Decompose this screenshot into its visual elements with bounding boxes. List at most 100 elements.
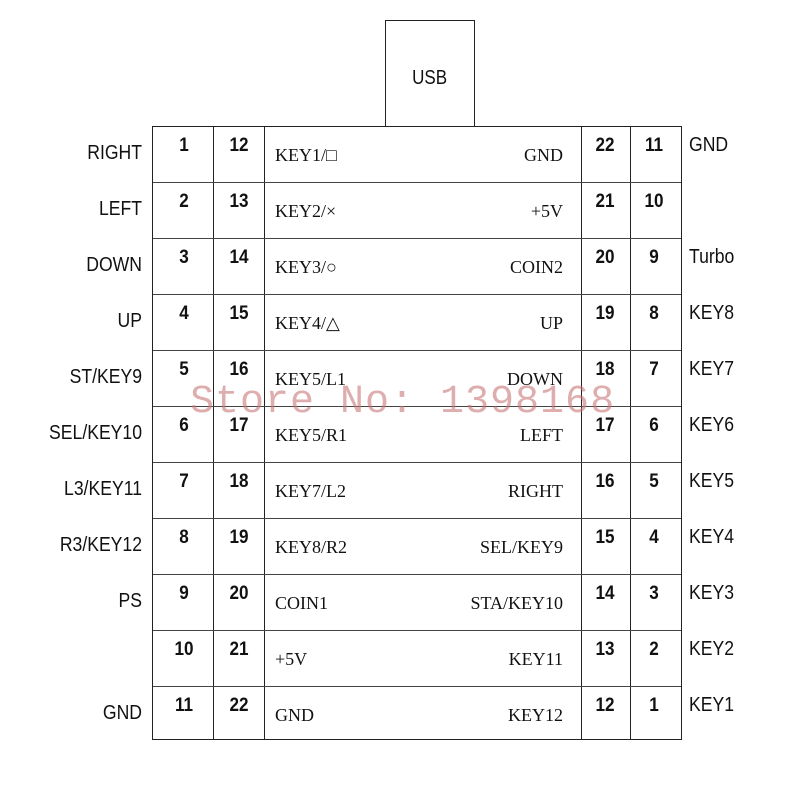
pin-number-left-inner: 16 [229, 359, 249, 380]
pin-function-right: STA/KEY10 [470, 593, 563, 613]
pin-function-left: KEY2/× [275, 201, 337, 221]
pin-number-left-outer: 4 [179, 303, 189, 324]
pin-number-left-outer: 9 [179, 583, 189, 604]
pin-number-right-outer: 7 [649, 359, 659, 380]
left-pin-label: PS [118, 590, 142, 612]
pin-number-left-outer: 5 [179, 359, 189, 380]
pin-function-left: KEY5/R1 [275, 425, 347, 445]
pin-number-right-inner: 22 [595, 135, 615, 156]
pin-number-right-inner: 12 [595, 695, 615, 716]
right-pin-label: Turbo [689, 246, 735, 268]
pin-row: 6 17 KEY5/R1 LEFT 17 6 [153, 407, 681, 463]
left-pin-label: GND [102, 702, 142, 724]
left-pin-label: SEL/KEY10 [49, 422, 142, 444]
column-divider [213, 127, 214, 739]
pin-row: 1 12 KEY1/□ GND 22 11 [153, 127, 681, 183]
pin-number-right-outer: 4 [649, 527, 659, 548]
pin-row: 2 13 KEY2/× +5V 21 10 [153, 183, 681, 239]
pin-number-left-outer: 1 [179, 135, 189, 156]
left-pin-label: R3/KEY12 [59, 534, 142, 556]
usb-label: USB [412, 67, 448, 89]
pin-number-right-inner: 18 [595, 359, 615, 380]
pin-number-right-outer: 8 [649, 303, 659, 324]
pin-number-right-inner: 13 [595, 639, 615, 660]
right-pin-label: KEY1 [689, 694, 735, 716]
pin-number-left-inner: 18 [229, 471, 249, 492]
pin-number-left-outer: 8 [179, 527, 189, 548]
left-pin-label: DOWN [86, 254, 142, 276]
pin-function-right: GND [524, 145, 563, 165]
right-pin-label: KEY7 [689, 358, 735, 380]
pin-number-right-outer: 10 [644, 191, 664, 212]
pin-function-left: +5V [275, 649, 308, 669]
pin-number-left-outer: 2 [179, 191, 189, 212]
column-divider [264, 127, 265, 739]
pin-row: 5 16 KEY5/L1 DOWN 18 7 [153, 351, 681, 407]
pin-number-right-inner: 21 [595, 191, 615, 212]
usb-connector: USB [385, 20, 475, 126]
right-pin-label: KEY3 [689, 582, 735, 604]
pin-function-left: KEY1/□ [275, 145, 337, 165]
pin-function-left: KEY5/L1 [275, 369, 346, 389]
pin-function-right: LEFT [520, 425, 563, 445]
column-divider [630, 127, 631, 739]
pin-number-right-outer: 2 [649, 639, 659, 660]
pin-number-right-outer: 11 [644, 135, 664, 156]
pin-function-right: RIGHT [508, 481, 563, 501]
pin-row: 3 14 KEY3/○ COIN2 20 9 [153, 239, 681, 295]
pin-number-left-inner: 20 [229, 583, 249, 604]
pin-number-left-inner: 15 [229, 303, 249, 324]
right-pin-label: GND [689, 134, 729, 156]
pin-function-right: SEL/KEY9 [480, 537, 563, 557]
pin-number-left-inner: 17 [229, 415, 249, 436]
column-divider [581, 127, 582, 739]
pin-number-right-inner: 19 [595, 303, 615, 324]
pin-number-left-inner: 22 [229, 695, 249, 716]
pin-row: 4 15 KEY4/△ UP 19 8 [153, 295, 681, 351]
pin-number-right-inner: 17 [595, 415, 615, 436]
pin-number-left-inner: 13 [229, 191, 249, 212]
pin-number-right-outer: 6 [649, 415, 659, 436]
pin-number-right-inner: 16 [595, 471, 615, 492]
pin-function-left: KEY8/R2 [275, 537, 347, 557]
pin-number-right-outer: 3 [649, 583, 659, 604]
pin-function-left: KEY3/○ [275, 257, 337, 277]
pin-function-left: KEY4/△ [275, 313, 340, 333]
pin-number-left-inner: 12 [229, 135, 249, 156]
pin-number-left-outer: 7 [179, 471, 189, 492]
pin-number-left-inner: 14 [229, 247, 249, 268]
pin-row: 9 20 COIN1 STA/KEY10 14 3 [153, 575, 681, 631]
pin-number-right-outer: 9 [649, 247, 659, 268]
pin-number-right-outer: 1 [649, 695, 659, 716]
pin-function-right: KEY11 [508, 649, 563, 669]
pin-function-right: UP [539, 313, 563, 333]
pin-function-left: COIN1 [275, 593, 328, 613]
pin-number-left-outer: 11 [174, 695, 194, 716]
left-pin-label: L3/KEY11 [64, 478, 142, 500]
pin-function-right: KEY12 [508, 705, 563, 725]
pin-number-left-outer: 6 [179, 415, 189, 436]
store-watermark: Store No: 1398168 [190, 380, 616, 425]
pin-function-left: KEY7/L2 [275, 481, 346, 501]
right-pin-label: KEY4 [689, 526, 735, 548]
pin-function-right: COIN2 [510, 257, 563, 277]
pin-number-right-inner: 20 [595, 247, 615, 268]
pin-row: 11 22 GND KEY12 12 1 [153, 687, 681, 743]
left-pin-label: ST/KEY9 [69, 366, 142, 388]
pin-function-left: GND [275, 705, 314, 725]
left-pin-label: RIGHT [87, 142, 142, 164]
right-pin-label: KEY5 [689, 470, 735, 492]
pin-number-left-outer: 3 [179, 247, 189, 268]
pin-function-right: +5V [530, 201, 563, 221]
pin-number-right-inner: 14 [595, 583, 615, 604]
right-pin-label: KEY2 [689, 638, 735, 660]
pin-number-left-outer: 10 [174, 639, 194, 660]
pin-function-right: DOWN [507, 369, 563, 389]
right-pin-label: KEY6 [689, 414, 735, 436]
left-pin-label: LEFT [98, 198, 142, 220]
pin-number-left-inner: 19 [229, 527, 249, 548]
